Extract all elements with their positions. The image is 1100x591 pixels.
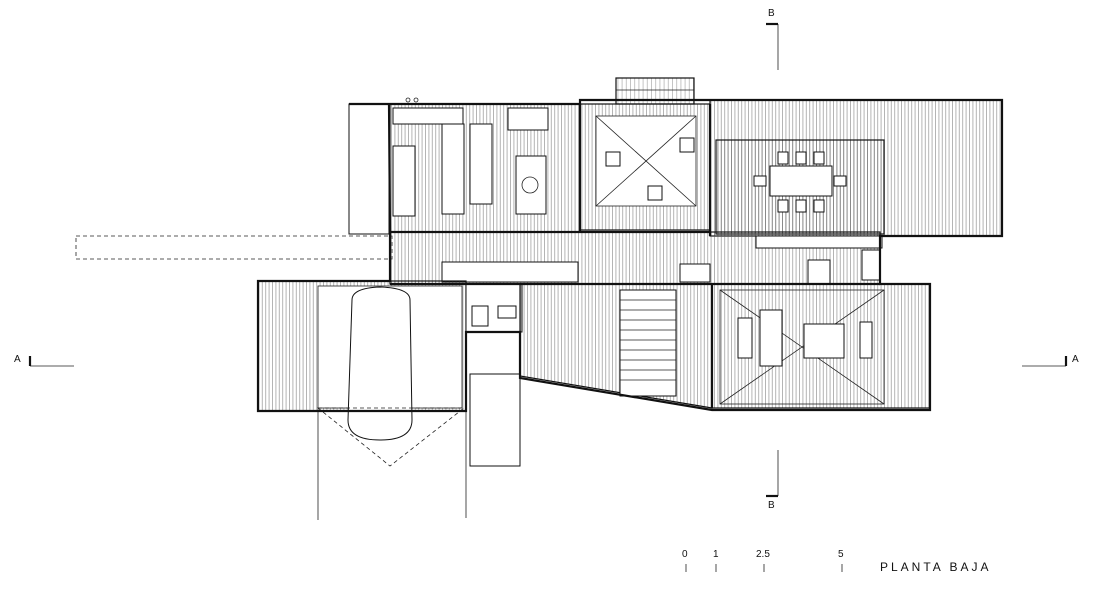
scale-tick-2-5: 2.5	[756, 549, 770, 560]
section-b-label-bottom: B	[768, 500, 775, 511]
west-deck-outline	[75, 235, 393, 260]
section-b-label-top: B	[768, 8, 775, 19]
stair-hall	[519, 283, 713, 409]
section-a-label-right: A	[1072, 354, 1079, 365]
central-strip	[389, 231, 883, 285]
entry-ramp	[469, 373, 521, 467]
scale-tick-5: 5	[838, 549, 844, 560]
scale-tick-0: 0	[682, 549, 688, 560]
west-annex	[348, 102, 390, 235]
scale-bar	[685, 564, 843, 572]
scale-tick-1: 1	[713, 549, 719, 560]
section-a-label-left: A	[14, 354, 21, 365]
living-room	[711, 283, 931, 409]
exterior-walls	[256, 98, 1004, 413]
drawing-title: PLANTA BAJA	[880, 560, 992, 574]
section-b-marker	[766, 22, 779, 498]
section-a-marker	[28, 356, 1068, 367]
dining-room	[709, 99, 1003, 237]
courtyard	[579, 103, 711, 231]
garage	[257, 280, 467, 520]
kitchen-area	[389, 97, 581, 233]
bathroom	[465, 283, 523, 333]
